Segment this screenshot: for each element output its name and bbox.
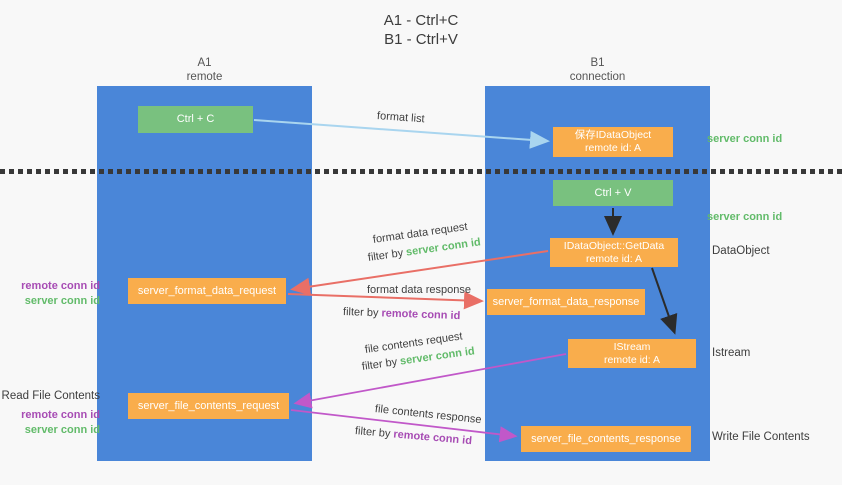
- node-getdata-line2: remote id: A: [585, 252, 643, 265]
- left-label-server-conn-id-2: server conn id: [24, 424, 100, 436]
- left-label-conn-ids-1: remote conn id server conn id: [21, 279, 100, 309]
- node-file-response-label: server_file_contents_response: [531, 432, 681, 445]
- node-format-response-label: server_format_data_response: [492, 295, 640, 308]
- right-label-write-file-contents: Write File Contents: [712, 431, 810, 443]
- column-a1-name: A1: [197, 57, 212, 69]
- node-server-file-contents-response: server_file_contents_response: [521, 426, 691, 452]
- title-line-2: B1 - Ctrl+V: [384, 31, 458, 48]
- column-b1-name: B1: [590, 57, 605, 69]
- node-istream-line1: IStream: [613, 340, 651, 353]
- node-istream-line2: remote id: A: [603, 353, 661, 366]
- left-label-server-conn-id-1: server conn id: [24, 295, 100, 307]
- node-save-idataobject-line1: 保存IDataObject: [574, 129, 652, 141]
- right-label-dataobject: DataObject: [712, 245, 770, 257]
- node-format-request-label: server_format_data_request: [137, 284, 277, 297]
- edge-label-file-contents-response: file contents response: [374, 403, 483, 427]
- left-label-read-file-contents: Read File Contents: [1, 390, 100, 402]
- node-save-idataobject: 保存IDataObject remote id: A: [553, 127, 673, 157]
- column-b1-subtitle: connection: [569, 71, 626, 83]
- machine-separator-dotted-line: [0, 169, 842, 174]
- left-label-remote-conn-id-1: remote conn id: [21, 280, 100, 292]
- node-ctrl-c-label: Ctrl + C: [176, 113, 215, 125]
- node-idataobject-getdata: IDataObject::GetData remote id: A: [550, 238, 678, 267]
- node-getdata-line1: IDataObject::GetData: [563, 239, 665, 252]
- node-istream: IStream remote id: A: [568, 339, 696, 368]
- left-label-conn-ids-2: remote conn id server conn id: [21, 408, 100, 438]
- edge-label-format-list: format list: [376, 110, 425, 126]
- node-ctrl-v-label: Ctrl + V: [594, 186, 632, 199]
- right-label-istream: Istream: [712, 347, 751, 359]
- node-server-format-data-request: server_format_data_request: [128, 278, 286, 304]
- diagram-title: A1 - Ctrl+C B1 - Ctrl+V: [0, 11, 842, 49]
- node-ctrl-c: Ctrl + C: [138, 106, 253, 133]
- node-server-format-data-response: server_format_data_response: [487, 289, 645, 315]
- column-header-b1: B1 connection: [485, 56, 710, 84]
- title-line-1: A1 - Ctrl+C: [383, 12, 459, 29]
- left-label-remote-conn-id-2: remote conn id: [21, 409, 100, 421]
- right-label-server-conn-id-top: server conn id: [707, 133, 783, 145]
- node-file-request-label: server_file_contents_request: [137, 399, 280, 412]
- node-server-file-contents-request: server_file_contents_request: [128, 393, 289, 419]
- column-header-a1: A1 remote: [97, 56, 312, 84]
- column-a1-subtitle: remote: [186, 71, 223, 83]
- edge-label-filter-by-remote-conn-id-1: filter by remote conn id: [342, 306, 461, 323]
- right-label-server-conn-id-mid: server conn id: [707, 211, 783, 223]
- edge-label-filter-by-remote-conn-id-2: filter by remote conn id: [354, 425, 473, 448]
- node-ctrl-v: Ctrl + V: [553, 180, 673, 206]
- edge-label-format-data-response: format data response: [367, 284, 471, 296]
- node-save-idataobject-line2: remote id: A: [584, 142, 642, 154]
